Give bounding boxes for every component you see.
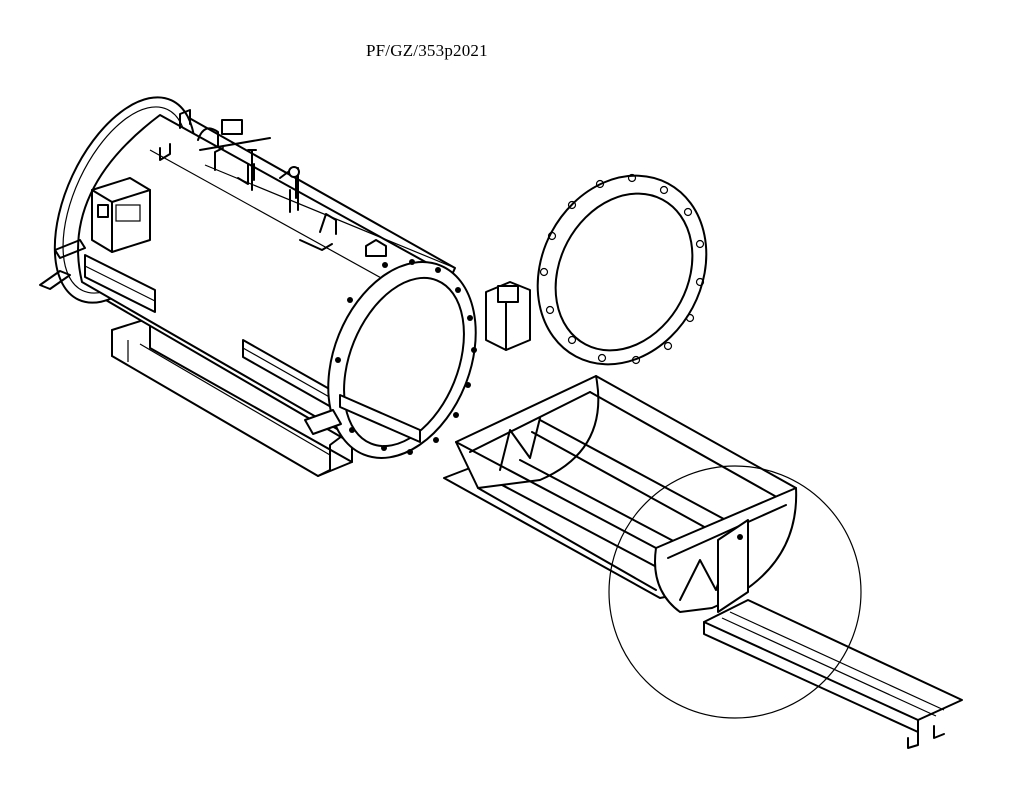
control-panel xyxy=(91,177,151,253)
inner-rail xyxy=(339,394,421,443)
top-piping xyxy=(159,109,387,257)
bottom-bracket xyxy=(304,409,342,435)
vessel-door xyxy=(536,173,708,366)
autoclave-vessel xyxy=(39,96,477,477)
side-rail-rear xyxy=(84,254,156,313)
loading-cart xyxy=(443,375,798,613)
document-id: PF/GZ/353p2021 xyxy=(366,41,488,60)
rail-track xyxy=(703,599,963,749)
rear-handle xyxy=(39,239,86,290)
detail-callout-circle xyxy=(608,465,862,719)
door-hinge xyxy=(485,281,531,351)
